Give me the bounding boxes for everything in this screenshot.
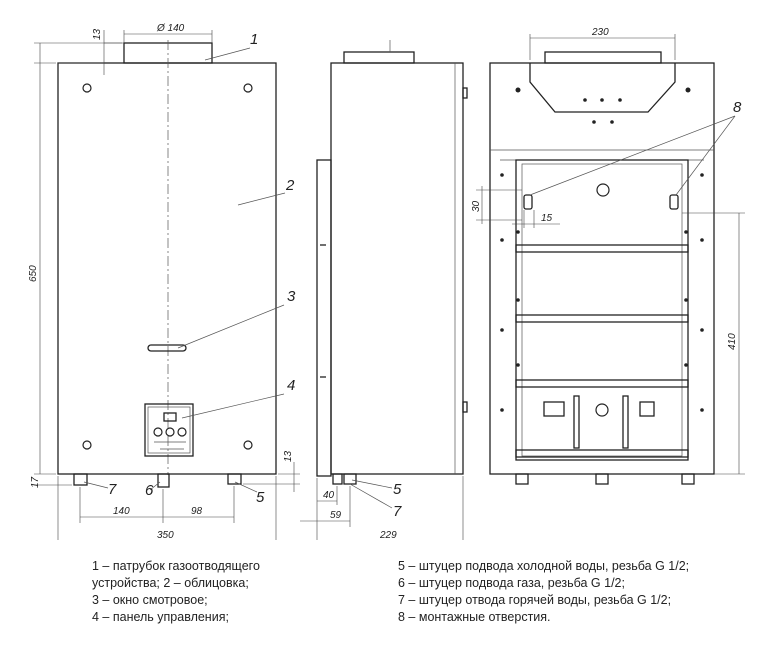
side-fitting-2 xyxy=(343,473,357,485)
back-fitting-3 xyxy=(681,473,695,485)
back-flue-collar xyxy=(544,51,662,64)
dim-pipe-diameter: Ø 140 xyxy=(156,23,185,34)
callout-8: 8 xyxy=(733,99,742,116)
legend-item: 6 – штуцер подвода газа, резьба G 1/2; xyxy=(398,576,625,590)
dim-top-offset: 13 xyxy=(92,28,103,40)
control-panel-inner xyxy=(147,406,191,454)
dim-bottom-left: 17 xyxy=(30,476,41,488)
dim-bottom-right: 13 xyxy=(283,450,294,462)
dim-15: 15 xyxy=(541,213,553,224)
side-mount-frame xyxy=(316,159,332,477)
top-bracket xyxy=(529,63,676,113)
legend-item: 8 – монтажные отверстия. xyxy=(398,610,551,624)
legend: 1 – патрубок газоотводящего устройства; … xyxy=(0,558,767,638)
mount-hole-left xyxy=(523,194,533,210)
cold-water-fitting-front xyxy=(227,473,242,485)
back-slot-left xyxy=(573,395,580,449)
legend-left-column: 1 – патрубок газоотводящего устройства; … xyxy=(92,558,260,626)
screw-top-right xyxy=(243,83,253,93)
gas-fitting-front xyxy=(157,473,170,488)
panel-knob-2 xyxy=(165,427,175,437)
back-round-port xyxy=(595,403,609,417)
panel-knob-3 xyxy=(177,427,187,437)
front-view: Ø 140 13 650 17 13 140 98 350 1 xyxy=(28,23,300,540)
dim-410: 410 xyxy=(727,333,738,350)
mount-hole-right xyxy=(669,194,679,210)
callout-7-front: 7 xyxy=(108,481,117,498)
dim-140: 140 xyxy=(113,506,130,517)
back-frame xyxy=(515,159,689,461)
panel-display xyxy=(163,412,177,422)
side-casing xyxy=(330,62,464,475)
side-view: 40 59 229 5 7 xyxy=(300,40,468,540)
callout-3: 3 xyxy=(287,288,296,305)
legend-right-column: 5 – штуцер подвода холодной воды, резьба… xyxy=(398,558,689,626)
callout-5-side: 5 xyxy=(393,481,402,498)
back-gas-block xyxy=(543,401,565,417)
dim-59: 59 xyxy=(330,510,342,521)
back-fitting-2 xyxy=(595,473,609,485)
heater-drawing: Ø 140 13 650 17 13 140 98 350 1 xyxy=(28,23,745,540)
sight-window xyxy=(147,344,187,352)
callout-7-side: 7 xyxy=(393,503,402,520)
legend-item: 4 – панель управления; xyxy=(92,610,229,624)
dim-40: 40 xyxy=(323,490,335,501)
legend-item: 5 – штуцер подвода холодной воды, резьба… xyxy=(398,559,690,573)
side-clip-bottom xyxy=(462,401,468,413)
callout-6: 6 xyxy=(145,482,154,499)
callout-4: 4 xyxy=(287,377,295,394)
side-fitting-1 xyxy=(332,473,343,485)
callout-5-front: 5 xyxy=(256,489,265,506)
back-view: 230 30 15 410 8 xyxy=(471,27,745,485)
panel-knob-1 xyxy=(153,427,163,437)
back-center-hole xyxy=(596,183,610,197)
legend-item: 3 – окно смотровое; xyxy=(92,593,208,607)
rail-1 xyxy=(515,244,689,253)
legend-item: 7 – штуцер отвода горячей воды, резьба G… xyxy=(398,593,672,607)
dim-229: 229 xyxy=(379,530,397,540)
screw-bottom-left xyxy=(82,440,92,450)
callout-1: 1 xyxy=(250,31,258,48)
hot-water-fitting-front xyxy=(73,473,88,486)
rail-3 xyxy=(515,379,689,388)
dim-height: 650 xyxy=(28,265,39,282)
control-panel xyxy=(144,403,194,457)
dim-350: 350 xyxy=(157,530,174,540)
legend-item: 1 – патрубок газоотводящего xyxy=(92,559,260,573)
back-socket xyxy=(639,401,655,417)
dim-98: 98 xyxy=(191,506,203,517)
screw-bottom-right xyxy=(243,440,253,450)
screw-top-left xyxy=(82,83,92,93)
side-clip-top xyxy=(462,87,468,99)
rail-2 xyxy=(515,314,689,323)
legend-item: устройства; 2 – облицовка; xyxy=(92,576,249,590)
side-flue-pipe xyxy=(343,51,415,64)
rail-4 xyxy=(515,449,689,458)
callout-2: 2 xyxy=(285,177,295,194)
dim-230: 230 xyxy=(591,27,609,38)
dim-30: 30 xyxy=(471,200,482,212)
back-fitting-1 xyxy=(515,473,529,485)
back-slot-right xyxy=(622,395,629,449)
